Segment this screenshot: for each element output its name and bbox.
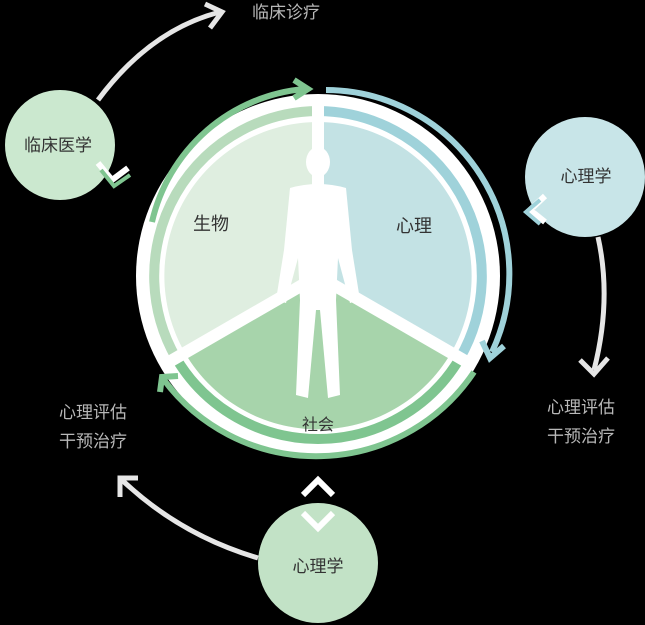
biology-outer-arc	[149, 86, 305, 223]
output-label-left-line2: 干预治疗	[59, 432, 127, 452]
psychology-outer-arrowhead	[479, 339, 506, 363]
output-label-left-line1: 心理评估	[59, 403, 127, 423]
human-figure-icon	[276, 147, 360, 398]
society-sector	[185, 276, 451, 430]
society-outer-arrowhead	[157, 373, 179, 393]
output-label-clinical-diagnosis: 临床诊疗	[252, 3, 320, 23]
chevron-icon-bottom	[300, 475, 336, 533]
arrow-to-clinical-diagnosis	[95, 9, 221, 102]
satellite-psychology-right	[525, 117, 645, 237]
output-label-right-line2: 干预治疗	[547, 427, 615, 447]
chevron-icon-right	[522, 193, 548, 226]
sector-label-biology: 生物	[193, 214, 229, 235]
satellite-label-psychology-bottom: 心理学	[293, 557, 344, 577]
satellite-label-clinical-medicine: 临床医学	[24, 136, 92, 156]
satellite-clinical-medicine	[5, 90, 115, 200]
chevron-icon	[95, 161, 132, 189]
psychology-ring-segment	[317, 106, 487, 361]
sector-label-society: 社会	[302, 415, 334, 434]
biology-ring-segment	[149, 106, 319, 361]
society-ring-segment	[171, 355, 465, 444]
output-label-right-line1: 心理评估	[547, 398, 615, 418]
arrow-head-left	[117, 475, 138, 497]
sector-label-psychology: 心理	[396, 216, 432, 237]
satellite-label-psychology-right: 心理学	[561, 167, 612, 187]
psychology-outer-arc	[325, 87, 513, 354]
satellite-psychology-bottom	[258, 503, 378, 623]
arrow-to-right-intervention	[591, 236, 607, 371]
arrow-to-left-intervention	[120, 478, 259, 561]
arrow-head-right	[578, 356, 610, 378]
arrow-head-top	[203, 1, 226, 30]
biology-outer-arrowhead	[292, 77, 314, 101]
society-outer-arc	[161, 370, 477, 460]
